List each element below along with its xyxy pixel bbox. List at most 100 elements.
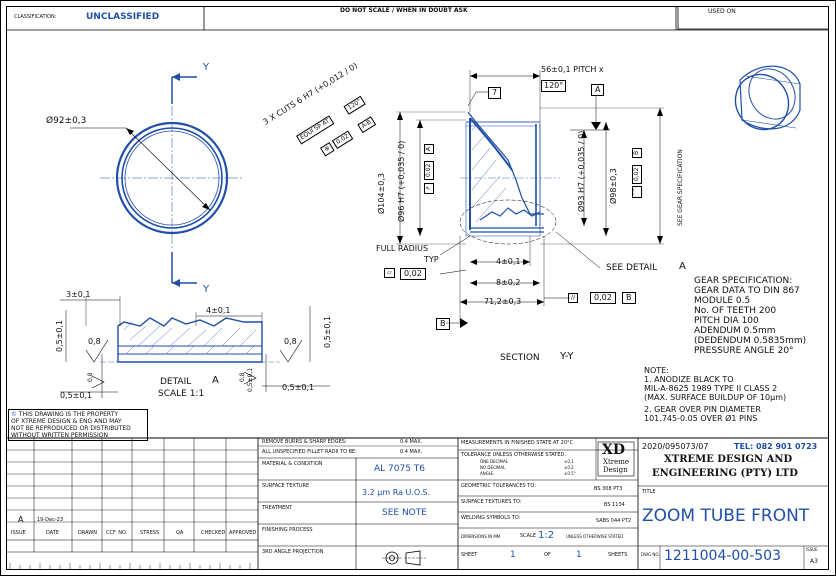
weld-label: WELDING SYMBOLS TO: <box>461 515 521 521</box>
treatment-label: TREATMENT <box>262 505 293 511</box>
drawing-title: ZOOM TUBE FRONT <box>642 506 810 526</box>
used-on-label: USED ON <box>708 8 736 15</box>
gear-spec-line: ADENDUM 0.5mm <box>694 326 776 336</box>
treatment-value: SEE NOTE <box>382 508 427 518</box>
dims-label: DIMENSIONS IN MM <box>461 534 501 539</box>
company-ref-no: 2020/095073/07 <box>642 442 709 451</box>
box-7: 7 <box>488 87 502 99</box>
flatness-icon: ▱ <box>384 268 395 278</box>
detail-title: DETAIL <box>160 377 192 387</box>
gear-spec-side-label: SEE GEAR SPECIFICATION <box>677 149 684 226</box>
fillet-value: 0.4 MAX. <box>400 449 423 455</box>
logo-design: Design <box>603 466 628 474</box>
company-name-line2: ENGINEERING (PTY) LTD <box>652 468 798 479</box>
property-line: NOT BE REPRODUCED OR DISTRIBUTED <box>11 425 131 432</box>
logo-xd: XD <box>602 442 626 458</box>
property-line: OF XTREME DESIGN & ENG AND MAY <box>11 418 122 425</box>
parallel-ref: B <box>622 292 636 304</box>
property-line: WITHOUT WRITTEN PERMISSION <box>11 432 108 439</box>
runout-b-value: 0,02 <box>632 164 642 184</box>
scale-label: SCALE <box>520 533 537 539</box>
surf-tex-label: SURFACE TEXTURES TO: <box>461 499 522 505</box>
rev-header-stress: STRESS <box>140 530 160 536</box>
title-label: TITLE <box>642 489 656 495</box>
projection-label: 3RD ANGLE PROJECTION <box>262 549 324 555</box>
copyright-icon: © <box>11 411 17 418</box>
no-decimal-label: NO DECIMAL <box>480 465 506 470</box>
rev-header-qa: QA <box>176 530 184 536</box>
surface-value: 3.2 µm Ra U.O.S. <box>362 488 431 497</box>
section-name: Y-Y <box>560 351 574 362</box>
dia-104-dim: Ø104±0,3 <box>377 173 386 214</box>
parallel-value: 0,02 <box>590 292 616 304</box>
runout-a-ref: A <box>424 143 434 154</box>
gear-spec-line: (DEDENDUM 0.5835mm) <box>694 336 807 346</box>
company-tel: TEL: 082 901 0723 <box>734 442 818 451</box>
remove-burrs-label: REMOVE BURRS & SHARP EDGES: <box>262 439 347 445</box>
rev-header-ccf: CCF. NO. <box>106 530 128 536</box>
dim-4: 4±0,1 <box>496 257 521 266</box>
classification-label: CLASSIFICATION: <box>14 14 57 20</box>
projection-symbol <box>382 550 426 566</box>
issue-label: ISSUE <box>806 547 818 552</box>
gear-spec-line: PRESSURE ANGLE 20° <box>694 346 794 356</box>
finishing-label: FINISHING PROCESS <box>262 527 313 533</box>
one-decimal-value: ±0.1 <box>564 459 574 464</box>
note-line: NOTE: <box>644 366 669 375</box>
finish-08b: 0,8 <box>284 337 297 346</box>
xd-logo-mark <box>597 441 635 477</box>
no-decimal-value: ±0.2 <box>564 465 574 470</box>
dwg-no-value: 1211004-00-503 <box>664 548 781 564</box>
datum-a-box: A <box>591 84 605 96</box>
sheet-label: SHEET <box>461 552 478 558</box>
full-radius-label: FULL RADIUS <box>376 244 429 253</box>
gear-spec-line: No. OF TEETH 200 <box>694 306 777 316</box>
section-marker-top: Y <box>203 62 210 73</box>
material-value: AL 7075 T6 <box>374 464 426 474</box>
detail-dim-05a: 0,5±0,1 <box>55 319 64 352</box>
surf-tex-value: BS 1134 <box>604 502 625 508</box>
gear-spec-line: MODULE 0.5 <box>694 296 751 306</box>
note-line: 2. GEAR OVER PIN DIAMETER <box>644 405 761 414</box>
dwg-no-label: DWG NO. <box>641 552 660 557</box>
sheets-value: 1 <box>576 550 582 560</box>
dia-98-dim: Ø98±0,3 <box>609 168 618 204</box>
one-decimal-label: ONE DECIMAL <box>480 459 508 464</box>
classification-value: UNCLASSIFIED <box>86 12 160 22</box>
surface-label: SURFACE TEXTURE <box>262 483 310 489</box>
runout-b-icon: ⌒ <box>632 185 642 198</box>
tube-3d-sketch <box>734 65 801 131</box>
detail-dim-05d: 0,5±0,1 <box>282 383 315 392</box>
detail-dim-3: 3±0,1 <box>66 290 91 299</box>
revision-issue: A <box>18 515 24 524</box>
scale-value: 1:2 <box>538 530 555 541</box>
rev-header-checked: CHECKED <box>201 530 226 536</box>
note-line: 101.745-0.05 OVER Ø1 PINS <box>644 414 758 423</box>
geo-tol-value: BS 308 PT3 <box>594 486 623 492</box>
detail-letter: A <box>212 375 219 386</box>
rev-header-approved: APPROVED <box>229 530 257 536</box>
dim-71: 71,2±0,3 <box>484 297 522 306</box>
see-detail-letter: A <box>679 261 686 272</box>
note-line: (MAX. SURFACE BUILDUP OF 10µm) <box>644 393 787 402</box>
section-view <box>396 70 664 328</box>
pitch-angle: 120° <box>541 80 567 92</box>
notes-block: NOTE: 1. ANODIZE BLACK TO MIL-A-8625 198… <box>644 366 786 423</box>
section-marker-bottom: Y <box>203 284 210 295</box>
weld-value: SABS 044 PT2 <box>596 518 632 524</box>
parallel-icon: // <box>568 293 579 303</box>
pitch-dim: 56±0,1 PITCH x <box>541 65 604 74</box>
dia-96-dim: Ø96 H7 (+0,035 / 0) <box>397 140 406 222</box>
detail-dim-4: 4±0,1 <box>206 306 231 315</box>
geo-tol-label: GEOMETRIC TOLERANCES TO: <box>461 483 536 489</box>
finish-08a: 0,8 <box>88 337 101 346</box>
rev-header-date: DATE <box>46 530 60 536</box>
gear-spec-line: GEAR DATA TO DIN 867 <box>694 286 800 296</box>
runout-a-icon: ↗ <box>424 182 434 194</box>
sheet-value: 1 <box>510 550 516 560</box>
rev-header-issue: ISSUE <box>11 530 26 536</box>
remove-burrs-value: 0.4 MAX. <box>400 439 423 445</box>
note-line: 1. ANODIZE BLACK TO <box>644 375 734 384</box>
runout-b-ref: B <box>632 147 642 158</box>
